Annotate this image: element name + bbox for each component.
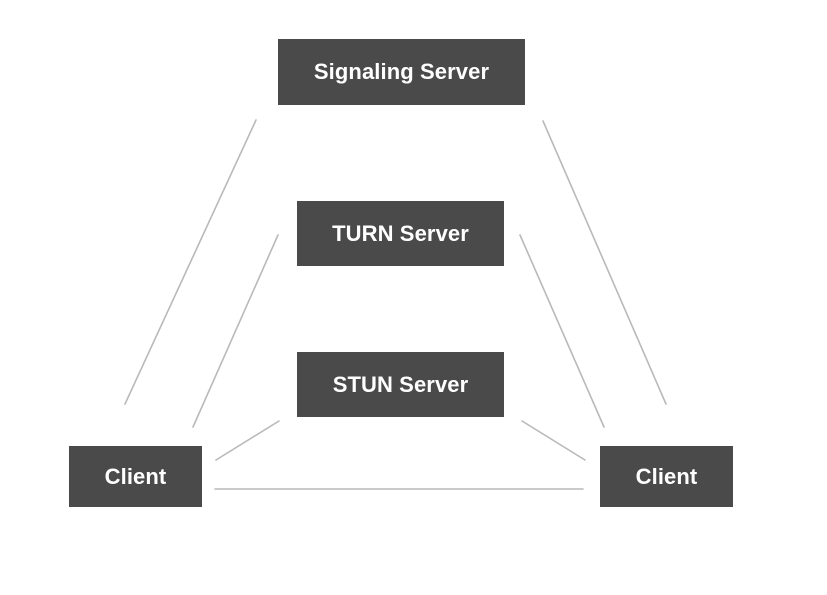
signaling-server-label: Signaling Server <box>313 59 490 84</box>
stun-server-node: STUN Server <box>297 352 504 417</box>
link-right-client-stun <box>521 420 586 461</box>
turn-server-label: TURN Server <box>332 220 469 246</box>
client-left-label: Client <box>104 463 167 489</box>
stun-server-label: STUN Server <box>332 371 469 397</box>
link-right-client-turn <box>519 234 605 428</box>
turn-server-node: TURN Server <box>297 201 504 266</box>
client-right-node: Client <box>600 446 733 507</box>
client-left-node: Client <box>69 446 202 507</box>
client-right-label: Client <box>635 463 698 489</box>
link-left-client-stun <box>215 420 280 461</box>
link-left-client-turn <box>192 234 279 428</box>
link-left-client-signaling <box>124 119 257 405</box>
signaling-server-node: Signaling Server <box>278 39 525 105</box>
link-right-client-signaling <box>542 120 667 405</box>
